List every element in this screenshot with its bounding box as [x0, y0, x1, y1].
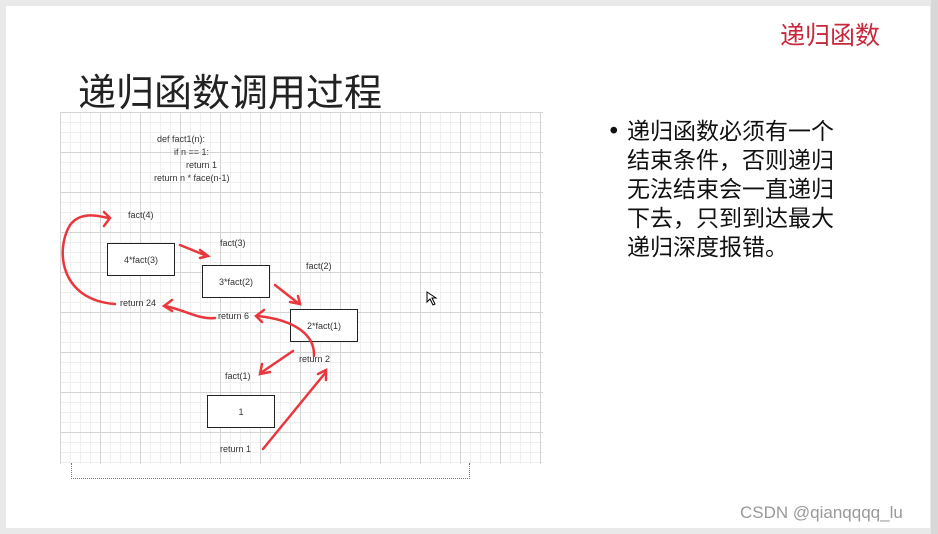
code-line: def fact1(n):	[157, 134, 206, 144]
return-arrow	[61, 214, 117, 306]
call-arrow	[273, 283, 300, 305]
return-label: return 24	[120, 298, 157, 308]
watermark: CSDN @qianqqqq_lu	[740, 503, 903, 522]
slide-title: 递归函数调用过程	[78, 71, 383, 115]
arrowhead	[288, 294, 302, 306]
return-arrow	[163, 304, 217, 320]
return-label: return 6	[218, 311, 250, 321]
code-line: return n * face(n-1)	[154, 173, 230, 183]
arrowhead	[316, 367, 328, 382]
call-box: 1	[207, 395, 275, 428]
call-arrow	[178, 243, 209, 258]
arrowhead	[102, 210, 112, 228]
call-box: 4*fact(3)	[107, 243, 175, 276]
arrowhead	[258, 362, 272, 376]
code-line: if n == 1:	[174, 147, 210, 157]
slide-tag: 递归函数	[780, 21, 881, 50]
call-arrow	[260, 349, 295, 374]
call-box: 3*fact(2)	[202, 265, 270, 298]
bullet-point: • 递归函数必须有一个结束条件，否则递归无法结束会一直递归下去，只到到达最大递归…	[607, 118, 852, 263]
diagram-grid	[60, 112, 543, 464]
return-arrow	[261, 370, 328, 451]
call-label: fact(3)	[220, 238, 246, 248]
bullet-text: 递归函数必须有一个结束条件，否则递归无法结束会一直递归下去，只到到达最大递归深度…	[627, 119, 834, 261]
scrollbar[interactable]	[931, 0, 938, 534]
return-label: return 2	[299, 354, 331, 364]
call-label: fact(1)	[225, 371, 251, 381]
call-label: fact(4)	[128, 210, 154, 220]
call-label: fact(2)	[306, 261, 332, 271]
return-label: return 1	[220, 444, 252, 454]
code-line: return 1	[186, 160, 218, 170]
selection-outline	[71, 463, 470, 479]
return-arrow	[256, 314, 316, 358]
mouse-cursor-icon	[426, 291, 438, 306]
bullet-icon: •	[607, 119, 621, 145]
arrowhead	[198, 248, 211, 260]
arrowhead	[254, 308, 266, 324]
arrowhead	[161, 298, 174, 313]
call-box: 2*fact(1)	[290, 309, 358, 342]
